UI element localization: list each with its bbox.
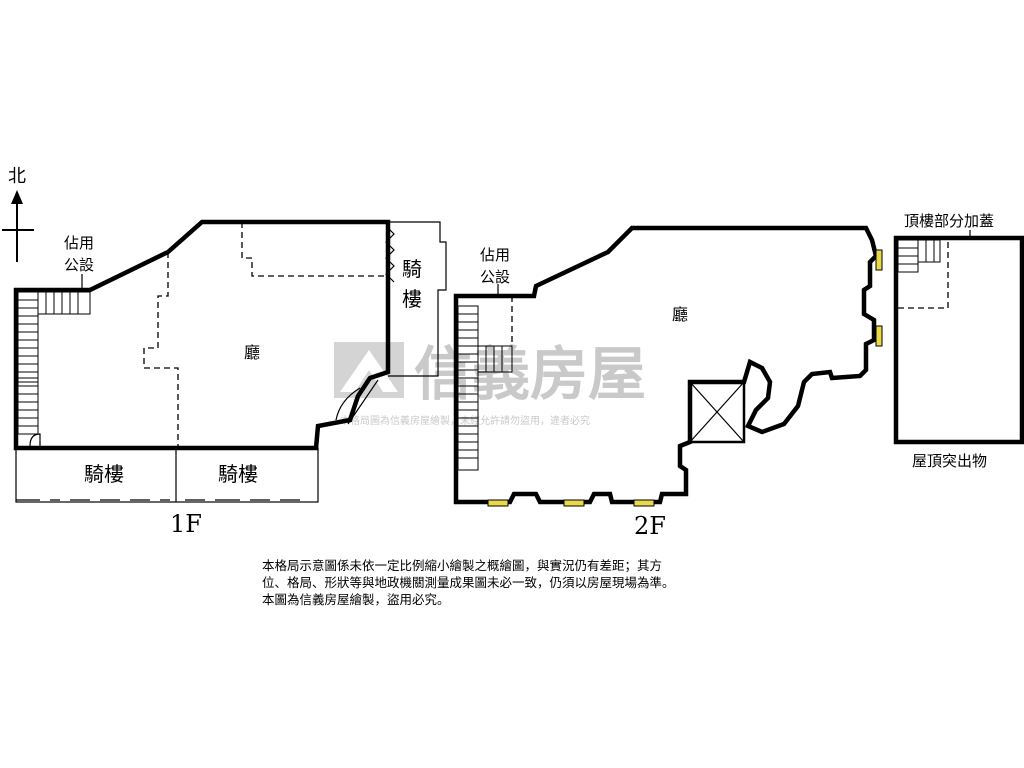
watermark: 信義房屋 本格局圖為信義房屋繪製，未經允許請勿盜用，違者必究 [334,340,646,427]
watermark-logo-icon [334,342,404,398]
disclaimer-notice: 本格局示意圖係未依一定比例縮小繪製之概繪圖，與實況仍有差距；其方 位、格局、形狀… [262,557,782,608]
floor-2-hall-label: 廳 [672,305,688,324]
north-label: 北 [8,166,26,187]
floor-2-void [688,380,746,444]
floor-2-windows [487,249,883,507]
disclaimer-line-3: 本圖為信義房屋繪製，盜用必究。 [262,592,450,607]
north-compass: 北 [2,166,34,262]
floor-2-shared-label-1: 佔用 [480,246,510,264]
watermark-notice: 本格局圖為信義房屋繪製，未經允許請勿盜用，違者必究 [340,414,590,427]
roof-stairs [897,239,941,273]
floor-1-plan: 騎樓 騎樓 騎 樓 佔用 公設 廳 [13,219,447,538]
arcade-right-label: 騎樓 [218,462,258,486]
side-arcade-label-1: 騎 [402,257,422,281]
watermark-brand: 信義房屋 [414,340,646,408]
disclaimer-line-1: 本格局示意圖係未依一定比例縮小繪製之概繪圖，與實況仍有差距；其方 [262,558,663,573]
roof-plan: 頂樓部分加蓋 屋頂突出物 [893,212,1024,470]
arcade-left-label: 騎樓 [84,462,124,486]
roof-outer-wall [893,235,1024,445]
floor-1-dashed-partition [143,252,179,446]
floor-1-shared-label-2: 公設 [64,256,94,274]
north-arrow-icon [11,190,23,204]
floor-1-hall-label: 廳 [244,343,260,362]
floor-2-title: 2F [634,512,666,540]
roof-structure-label: 屋頂突出物 [912,452,987,470]
side-arcade-label-2: 樓 [402,287,422,311]
floor-1-arcade-bottom: 騎樓 騎樓 [15,447,319,503]
floor-1-title: 1F [170,510,202,538]
floor-2-shared-label-2: 公設 [480,268,510,286]
floor-2-plan: 佔用 公設 廳 2F [453,225,883,540]
floor-2-stairs [457,305,513,471]
floor-2-outer-wall [453,225,879,505]
floor-1-shared-label-1: 佔用 [64,234,94,252]
roof-extension-label: 頂樓部分加蓋 [904,212,994,230]
disclaimer-line-2: 位、格局、形狀等與地政機關測量成果圖未必一致，仍須以房屋現場為準。 [262,575,675,590]
floor-1-stairs [17,291,91,447]
